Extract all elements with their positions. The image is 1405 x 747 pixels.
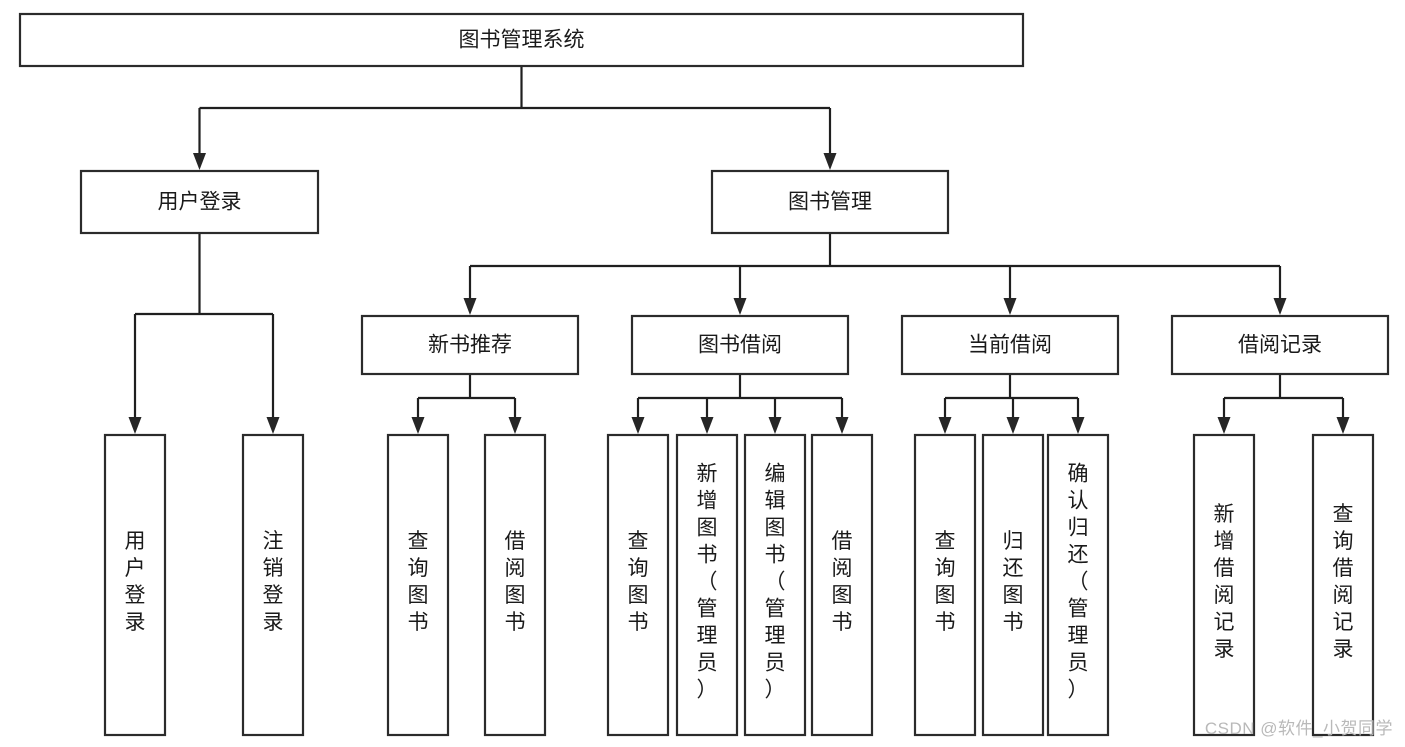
- node-label: 新增借阅记录: [1214, 503, 1235, 661]
- node-label: 用户登录: [125, 530, 146, 634]
- node-leaf-add-book[interactable]: 新增图书（管理员）: [675, 433, 739, 737]
- connector-group: [193, 66, 837, 170]
- node-leaf-logout[interactable]: 注销登录: [241, 433, 305, 737]
- connector-group: [463, 233, 1287, 315]
- node-leaf-add-borrow-record[interactable]: 新增借阅记录: [1192, 433, 1256, 737]
- node-user-login[interactable]: 用户登录: [79, 169, 320, 235]
- node-label: 借阅记录: [1238, 334, 1322, 357]
- node-leaf-edit-book[interactable]: 编辑图书（管理员）: [743, 433, 807, 737]
- node-label: 借阅图书: [505, 530, 526, 634]
- node-leaf-query-book-recommend[interactable]: 查询图书: [386, 433, 450, 737]
- node-leaf-borrow-book-recommend[interactable]: 借阅图书: [483, 433, 547, 737]
- connector-group: [128, 233, 280, 434]
- node-leaf-return-book[interactable]: 归还图书: [981, 433, 1045, 737]
- node-leaf-query-borrow-record[interactable]: 查询借阅记录: [1311, 433, 1375, 737]
- node-leaf-query-book-current[interactable]: 查询图书: [913, 433, 977, 737]
- node-label: 图书管理系统: [459, 29, 585, 52]
- connector-group: [631, 374, 849, 434]
- node-label: 新书推荐: [428, 334, 512, 357]
- watermark-text: CSDN @软件_小贺同学: [1204, 719, 1393, 738]
- node-label: 查询图书: [628, 530, 649, 634]
- node-label: 新增图书（管理员）: [697, 463, 718, 702]
- node-label: 查询图书: [935, 530, 956, 634]
- node-label: 确认归还（管理员）: [1068, 463, 1089, 702]
- node-new-book-recommend[interactable]: 新书推荐: [360, 314, 580, 376]
- node-leaf-user-login[interactable]: 用户登录: [103, 433, 167, 737]
- node-label: 图书借阅: [698, 334, 782, 357]
- node-label: 归还图书: [1003, 530, 1024, 634]
- node-book-manage[interactable]: 图书管理: [710, 169, 950, 235]
- connector-group: [938, 374, 1085, 434]
- node-book-borrow[interactable]: 图书借阅: [630, 314, 850, 376]
- node-leaf-confirm-return[interactable]: 确认归还（管理员）: [1046, 433, 1110, 737]
- connector-layer: [128, 66, 1350, 434]
- node-label: 编辑图书（管理员）: [765, 463, 786, 702]
- node-leaf-query-book-borrow[interactable]: 查询图书: [606, 433, 670, 737]
- node-root[interactable]: 图书管理系统: [18, 12, 1025, 68]
- node-label: 借阅图书: [832, 530, 853, 634]
- node-current-borrow[interactable]: 当前借阅: [900, 314, 1120, 376]
- node-leaf-borrow-book[interactable]: 借阅图书: [810, 433, 874, 737]
- connector-group: [1217, 374, 1350, 434]
- node-borrow-record[interactable]: 借阅记录: [1170, 314, 1390, 376]
- node-label: 图书管理: [788, 191, 872, 214]
- node-label: 查询图书: [408, 530, 429, 634]
- node-label: 当前借阅: [968, 334, 1052, 357]
- connector-group: [411, 374, 522, 434]
- node-label: 用户登录: [158, 191, 242, 214]
- node-label: 查询借阅记录: [1333, 503, 1354, 661]
- node-layer: 图书管理系统用户登录图书管理新书推荐图书借阅当前借阅借阅记录用户登录注销登录查询…: [18, 12, 1390, 737]
- node-label: 注销登录: [263, 530, 284, 634]
